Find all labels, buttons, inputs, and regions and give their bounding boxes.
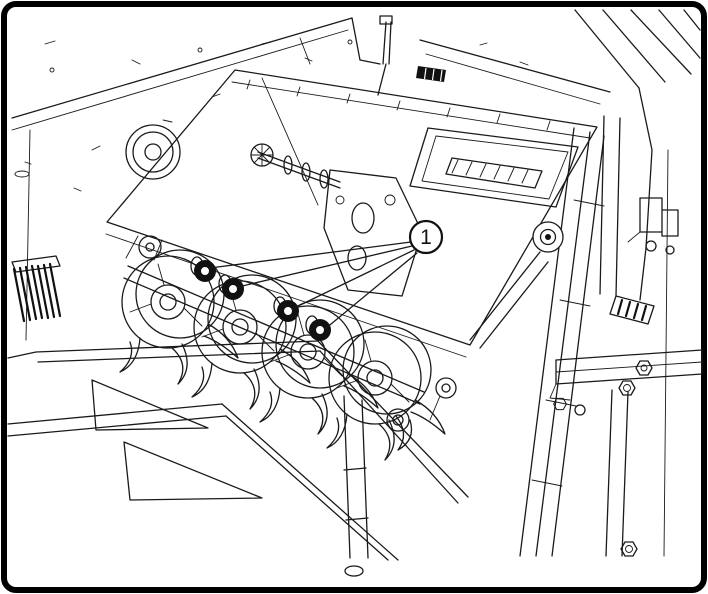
debris-marks [14,39,529,192]
callout-leader-lines [209,241,418,330]
comb-part [11,255,62,323]
bushing-2 [218,274,245,301]
right-rail-bar [549,349,703,416]
callout-1-label: 1 [420,226,432,249]
bushing-1 [190,256,217,283]
deck-plate [105,69,598,358]
lower-linkage [386,377,457,451]
floor-frame [7,340,469,561]
right-column-hardware [344,115,679,577]
center-bracket [323,169,423,297]
right-frame-member [469,127,605,557]
callout-1-circle [408,219,444,255]
recessed-tray [409,127,579,208]
front-roller [125,235,163,261]
drive-shaft-assembly [250,143,341,189]
hub-flange [125,124,181,180]
bushing-4 [305,315,332,342]
front-shaft-bar [123,265,425,405]
callout-1: 1 [408,219,444,255]
machine-body-panels [11,9,701,341]
sensor-rod [377,15,446,96]
